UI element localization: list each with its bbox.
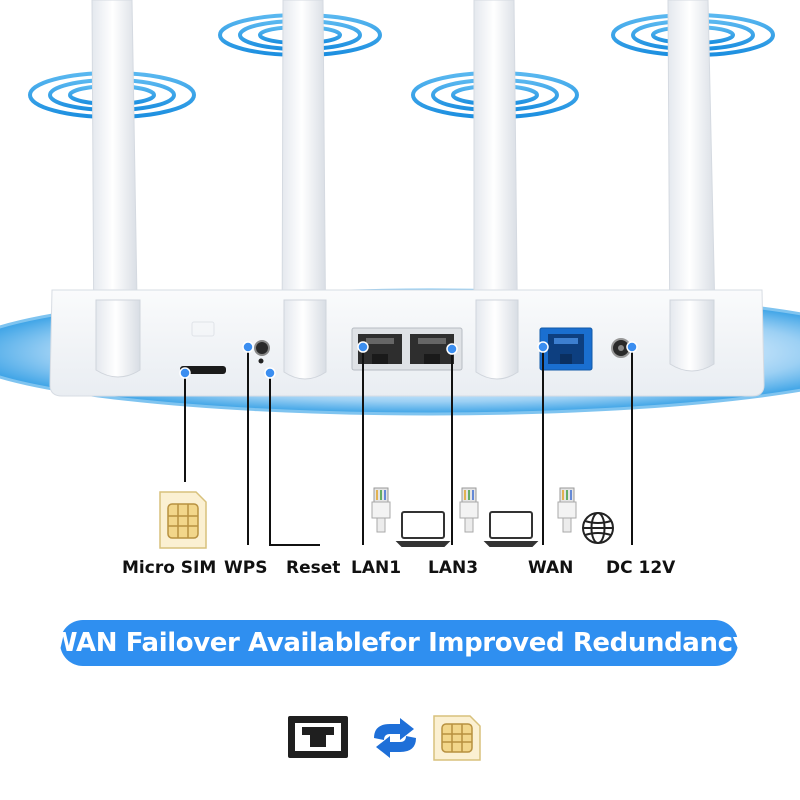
globe-icon	[582, 512, 614, 544]
ethernet-cable-icon	[459, 487, 479, 533]
label-lan3: LAN3	[428, 558, 479, 578]
banner-text: WAN Failover Availablefor Improved Redun…	[48, 628, 750, 658]
label-lan1: LAN1	[351, 558, 402, 578]
ethernet-cable-icon	[371, 487, 391, 533]
label-wan: WAN	[528, 558, 574, 578]
sim-card-icon	[433, 715, 481, 761]
lan-ports	[351, 327, 463, 371]
ethernet-port-icon	[288, 716, 348, 758]
laptop-icon	[483, 511, 539, 547]
wan-port	[539, 327, 593, 371]
ethernet-cable-icon	[557, 487, 577, 533]
laptop-icon	[395, 511, 451, 547]
port-markers	[179, 341, 638, 379]
leader-lines	[184, 347, 633, 546]
sync-arrows-icon	[374, 718, 416, 758]
label-dc-12v: DC 12V	[606, 558, 676, 578]
sim-slot	[180, 366, 226, 374]
failover-banner: WAN Failover Availablefor Improved Redun…	[49, 620, 750, 666]
wifi-signal-rings	[28, 13, 775, 119]
wps-button	[254, 340, 270, 356]
sim-card-icon	[159, 491, 207, 549]
label-micro-sim: Micro SIM	[122, 558, 217, 578]
label-wps: WPS	[224, 558, 268, 578]
reset-pinhole	[258, 358, 264, 364]
label-reset: Reset	[286, 558, 341, 578]
